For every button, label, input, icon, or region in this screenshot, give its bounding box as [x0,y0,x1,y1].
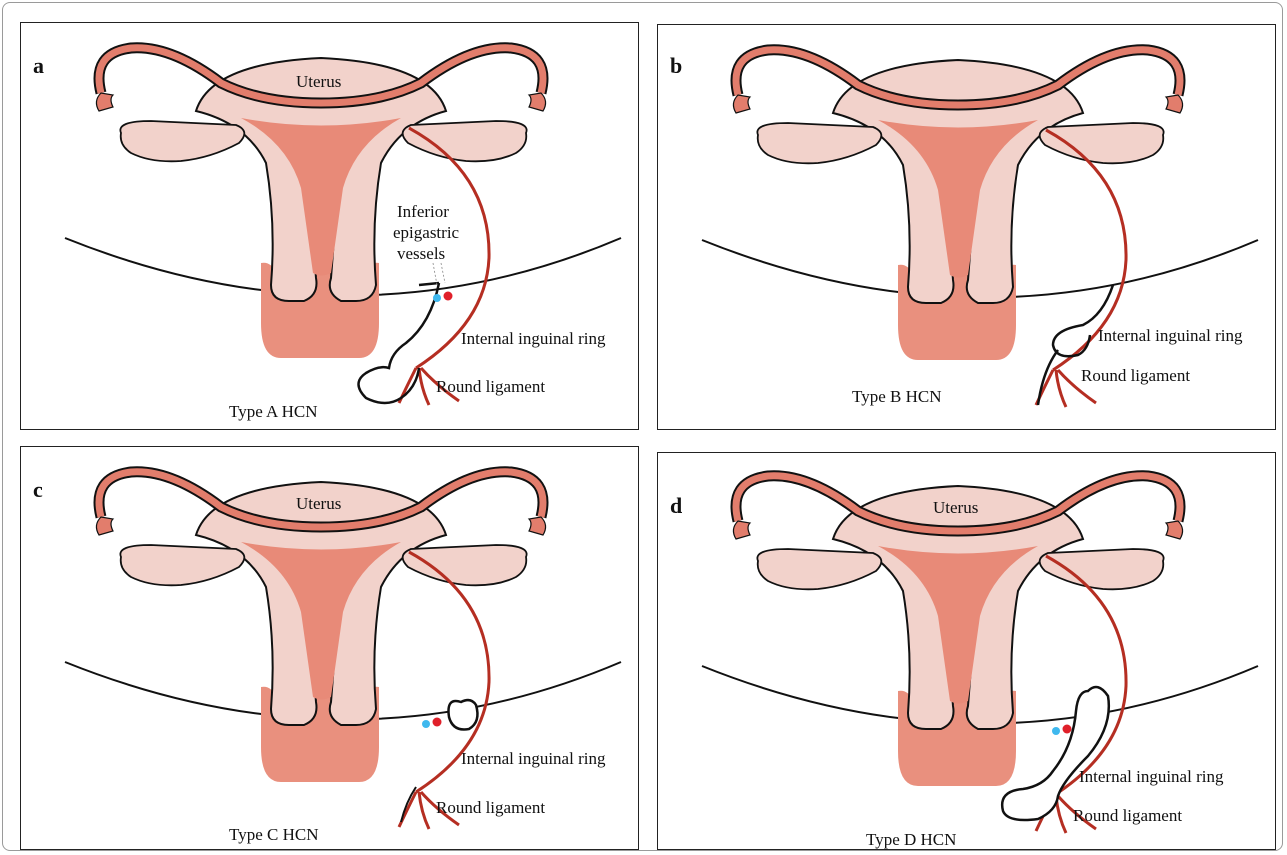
left-fimbriae [733,95,750,113]
anatomy-group [65,472,621,829]
uterus-label: Uterus [296,495,341,512]
left-ovary [757,123,881,163]
vessels-label-line3: vessels [397,245,445,262]
panel-a: a Uterus Inferior epigastric vessels Int… [20,22,639,430]
panel-letter: c [33,479,43,501]
panel-b: b Internal inguinal ring Round ligament … [657,24,1276,430]
right-fimbriae [1166,95,1183,113]
right-ovary [403,121,527,161]
anatomy-group [702,50,1258,407]
vessels-label-line1: Inferior [397,203,449,220]
right-fimbriae [529,93,546,111]
left-ovary [120,545,244,585]
ligament-label: Round ligament [436,799,545,816]
right-ovary [403,545,527,585]
panel-c: c Uterus Internal inguinal ring Round li… [20,446,639,850]
panel-letter: d [670,495,682,517]
hydrocele-sac [449,700,478,729]
panel-d: d Uterus Internal inguinal ring Round li… [657,452,1276,850]
left-fimbriae [733,521,750,539]
vein-dot [433,294,441,302]
left-fimbriae [96,517,113,535]
right-ovary [1040,123,1164,163]
uterus-label: Uterus [933,499,978,516]
panel-letter: b [670,55,682,77]
right-fimbriae [529,517,546,535]
ring-label: Internal inguinal ring [1098,327,1242,344]
anatomy-group [65,48,621,405]
round-ligament [1046,556,1126,796]
ligament-label: Round ligament [1081,367,1190,384]
ligament-label: Round ligament [1073,807,1182,824]
type-label: Type A HCN [229,403,318,420]
artery-dot [1063,725,1072,734]
left-fimbriae [96,93,113,111]
panel-letter: a [33,55,44,77]
artery-dot [433,718,442,727]
uterus-label: Uterus [296,73,341,90]
type-label: Type B HCN [852,388,941,405]
artery-dot [444,292,453,301]
vessels-label-line2: epigastric [393,224,459,241]
ring-label: Internal inguinal ring [461,750,605,767]
right-ovary [1040,549,1164,589]
type-label: Type D HCN [866,831,956,848]
vessel-pointer [433,263,445,285]
left-ovary [757,549,881,589]
ring-label: Internal inguinal ring [1079,768,1223,785]
right-fimbriae [1166,521,1183,539]
ligament-label: Round ligament [436,378,545,395]
vein-dot [422,720,430,728]
ring-label: Internal inguinal ring [461,330,605,347]
vein-dot [1052,727,1060,735]
type-label: Type C HCN [229,826,318,843]
hydrocele-sac [1002,687,1109,820]
left-ovary [120,121,244,161]
